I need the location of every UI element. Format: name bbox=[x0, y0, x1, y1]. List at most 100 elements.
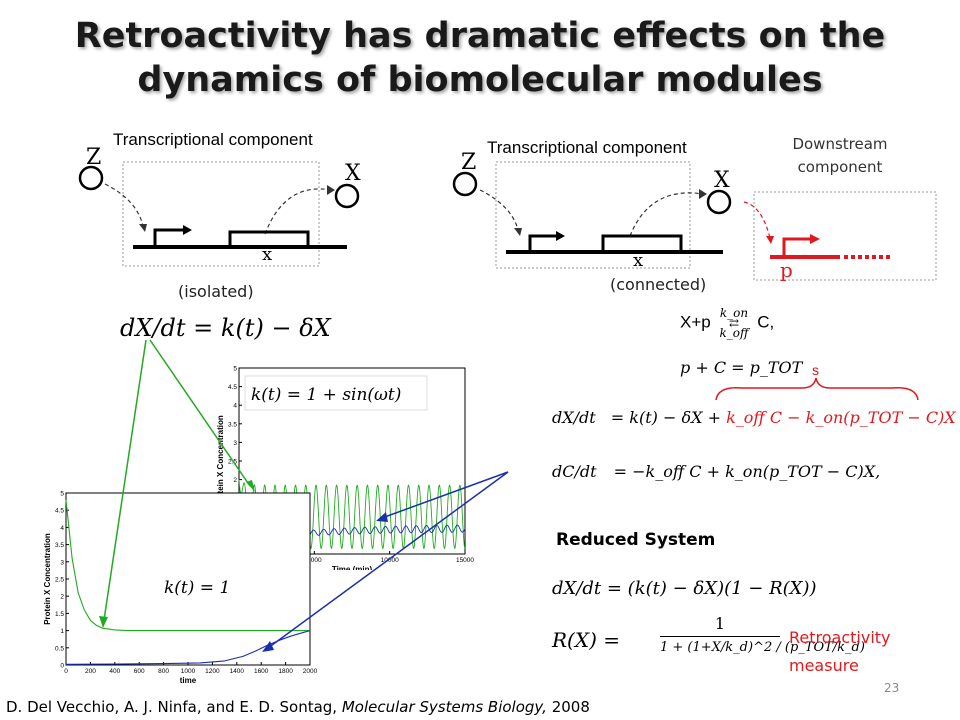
title-line-2: dynamics of biomolecular modules bbox=[137, 60, 823, 100]
isolated-x-label: X bbox=[345, 161, 361, 186]
isolated-equation: dX/dt = k(t) − δX bbox=[120, 314, 331, 342]
s-brace-path bbox=[715, 377, 919, 401]
chart-constant-xtick-label: 600 bbox=[134, 668, 145, 675]
retroactivity-numerator: 1 bbox=[714, 614, 726, 633]
slide-title: Retroactivity has dramatic effects on th… bbox=[0, 14, 960, 102]
binding-equilibrium-arrows: ⇄ bbox=[728, 316, 739, 330]
citation-year: 2008 bbox=[551, 698, 590, 716]
chart-constant-annotation: k(t) = 1 bbox=[164, 578, 230, 598]
chart-constant-ytick-label: 5 bbox=[60, 491, 64, 498]
chart-constant-ytick-label: 1 bbox=[60, 628, 64, 635]
chart-constant-xtick-label: 2000 bbox=[303, 668, 318, 675]
output-dashed-arrow bbox=[264, 188, 332, 235]
chart-constant-xtick-label: 1800 bbox=[278, 668, 293, 675]
chart-sinusoid-ytick-label: 4.5 bbox=[228, 384, 237, 391]
binding-rate-constants: k_on ⇄ k_off bbox=[719, 306, 748, 340]
downstream-line-1: Downstream bbox=[792, 135, 888, 153]
dXdt-equation: dX/dt = k(t) − δX + k_off C − k_on(p_TOT… bbox=[552, 408, 956, 427]
chart-sinusoid-xtick-label: 10000 bbox=[381, 557, 399, 564]
binding-left: X+p bbox=[680, 312, 711, 332]
connected-output-dashed-arrow bbox=[629, 192, 704, 237]
chart-constant-xtick-label: 400 bbox=[109, 668, 120, 675]
connected-gene-label: x bbox=[633, 250, 644, 271]
promoter-arrow-head bbox=[183, 225, 192, 235]
chart-constant-xtick-label: 1200 bbox=[205, 668, 220, 675]
chart-constant-xtick-label: 0 bbox=[64, 668, 68, 675]
slide-number: 23 bbox=[884, 681, 900, 695]
connected-circuit-diagram bbox=[452, 161, 732, 269]
connected-component-box bbox=[495, 161, 691, 269]
downstream-box bbox=[753, 191, 937, 281]
downstream-heading: Downstream component bbox=[780, 133, 900, 179]
input-dashed-arrow bbox=[104, 183, 144, 227]
chart-constant-xtick-label: 1600 bbox=[254, 668, 269, 675]
chart-sinusoid-ytick-label: 4 bbox=[233, 403, 237, 410]
chart-sinusoid-xtick-label: 15000 bbox=[456, 557, 474, 564]
chart-constant-xtick-label: 200 bbox=[85, 668, 96, 675]
promoter-arrow bbox=[153, 228, 185, 247]
output-x-circle bbox=[334, 183, 360, 209]
chart-sinusoid-annotation-bg bbox=[244, 375, 428, 411]
downstream-promoter-arrow bbox=[782, 237, 812, 257]
chart-constant-ytick-label: 3.5 bbox=[55, 542, 64, 549]
retroactivity-lhs: R(X) = bbox=[552, 628, 621, 652]
connected-input-z-circle bbox=[452, 171, 478, 197]
s-brace bbox=[715, 377, 919, 401]
chart-constant-ylabel: Protein X Concentration bbox=[43, 533, 52, 625]
series-isolated-line bbox=[65, 499, 310, 632]
conservation-equation: p + C = p_TOT bbox=[680, 358, 803, 377]
connected-x-label: X bbox=[714, 168, 730, 193]
binding-right: C, bbox=[757, 312, 775, 332]
downstream-diagram bbox=[743, 191, 937, 281]
retroactivity-label-line-2: measure bbox=[789, 656, 859, 675]
chart-constant-ytick-label: 0 bbox=[60, 663, 64, 670]
chart-sinusoid-ytick-label: 3.5 bbox=[228, 421, 237, 428]
chart-sinusoid-ytick-label: 3 bbox=[233, 440, 237, 447]
retroactivity-label-line-1: Retroactivity bbox=[789, 628, 891, 647]
dCdt-rhs: = −k_off C + k_on(p_TOT − C)X, bbox=[613, 462, 881, 481]
isolated-caption: (isolated) bbox=[178, 282, 254, 301]
connected-output-arrow-head bbox=[699, 189, 707, 199]
chart-constant-xlabel: time bbox=[180, 676, 197, 685]
chart-constant-xtick-label: 1000 bbox=[181, 668, 196, 675]
chart-constant-ytick-label: 4.5 bbox=[55, 508, 64, 515]
input-z-circle bbox=[78, 165, 104, 191]
chart-constant-ytick-label: 1.5 bbox=[55, 611, 64, 618]
dXdt-rhs-black: = k(t) − δX + bbox=[610, 408, 721, 427]
retroactivity-measure-label: Retroactivity measure bbox=[789, 624, 891, 680]
chart-constant-ytick-label: 2.5 bbox=[55, 577, 64, 584]
citation-journal: Molecular Systems Biology, bbox=[341, 698, 547, 716]
connected-heading: Transcriptional component bbox=[487, 138, 687, 157]
chart-sinusoid-ytick-label: 2.5 bbox=[228, 459, 237, 466]
title-line-1: Retroactivity has dramatic effects on th… bbox=[74, 16, 886, 56]
downstream-arrow-head bbox=[766, 236, 774, 244]
chart-constant-ytick-label: 0.5 bbox=[55, 645, 64, 652]
retroactivity-fraction: 1 1 + (1+X/k_d)^2 / (p_TOT/k_d) bbox=[660, 614, 865, 655]
dCdt-equation: dC/dt = −k_off C + k_on(p_TOT − C)X, bbox=[552, 462, 880, 481]
isolated-heading: Transcriptional component bbox=[113, 130, 313, 149]
chart-sinusoid-annotation: k(t) = 1 + sin(ωt) bbox=[251, 385, 401, 405]
connected-caption: (connected) bbox=[610, 275, 707, 294]
chart-constant-ytick-label: 2 bbox=[60, 594, 64, 601]
s-label: s bbox=[812, 362, 819, 378]
chart-constant-xtick-label: 800 bbox=[158, 668, 169, 675]
chart-constant-ytick-label: 3 bbox=[60, 559, 64, 566]
citation: D. Del Vecchio, A. J. Ninfa, and E. D. S… bbox=[6, 698, 590, 716]
connected-gene-box bbox=[601, 234, 683, 254]
isolated-circuit-diagram bbox=[78, 161, 360, 267]
binding-reaction: X+p k_on ⇄ k_off C, bbox=[680, 306, 774, 340]
isolated-gene-label: x bbox=[262, 244, 273, 265]
output-arrow-head bbox=[327, 185, 335, 195]
connected-promoter-arrow-head bbox=[556, 231, 565, 241]
fraction-bar bbox=[660, 636, 780, 637]
connected-z-label: Z bbox=[461, 150, 477, 175]
dXdt-rhs-red: k_off C − k_on(p_TOT − C)X bbox=[726, 408, 956, 427]
downstream-line-2: component bbox=[797, 158, 883, 176]
reduced-system-heading: Reduced System bbox=[556, 530, 716, 550]
retroactivity-denominator: 1 + (1+X/k_d)^2 / (p_TOT/k_d) bbox=[660, 640, 865, 655]
dXdt-lhs: dX/dt bbox=[552, 408, 596, 427]
citation-authors: D. Del Vecchio, A. J. Ninfa, and E. D. S… bbox=[6, 698, 338, 716]
isolated-component-box bbox=[122, 161, 320, 267]
